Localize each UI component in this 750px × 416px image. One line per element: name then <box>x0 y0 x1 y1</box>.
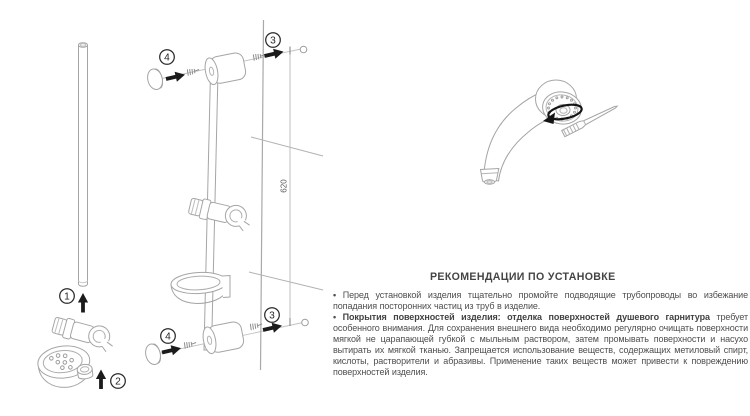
soap-dish-drain-holes <box>49 353 74 370</box>
step-3-label-top: 3 <box>270 36 276 47</box>
spray-pin-part <box>561 105 619 138</box>
right-arrow-icon-step4-top <box>164 69 187 84</box>
recommendation-item-2-bold-text: Покрытия поверхностей изделия: отделка п… <box>342 312 710 322</box>
wall-slant-line-lower <box>248 271 324 291</box>
bullet-marker: • <box>333 290 337 300</box>
rail-top-bracket <box>202 51 248 87</box>
recommendations-body: • Перед установкой изделия тщательно про… <box>333 290 748 378</box>
recommendation-item-2: • Покрытия поверхностей изделия: отделка… <box>333 312 748 378</box>
step-4-badge-top <box>159 49 175 65</box>
end-cap-top <box>145 66 166 92</box>
right-arrow-icon-step3-top <box>263 46 285 61</box>
dimension-line: 620 <box>280 46 291 326</box>
step-1-label: 1 <box>64 292 70 303</box>
recommendations-title: РЕКОМЕНДАЦИИ ПО УСТАНОВКЕ <box>430 271 616 283</box>
step-1-badge <box>59 288 75 304</box>
recommendation-item-1: • Перед установкой изделия тщательно про… <box>333 290 748 312</box>
step-4-label-bottom: 4 <box>165 332 171 343</box>
wall-anchor-bottom <box>301 318 309 327</box>
wall-reference-line <box>259 19 265 371</box>
shower-rail-assembly <box>170 51 256 356</box>
step-3-badge-top <box>265 32 281 48</box>
recommendation-item-1-text: Перед установкой изделия тщательно промо… <box>333 290 748 311</box>
end-cap-bottom <box>143 341 164 367</box>
rail-handset-holder <box>186 194 256 236</box>
step-3-label-bottom: 3 <box>269 311 275 322</box>
wall-slant-line-upper <box>250 136 324 157</box>
rail-soap-ring <box>170 271 231 305</box>
soap-dish-part <box>37 345 94 388</box>
step-4-badge-bottom <box>160 328 176 344</box>
up-arrow-icon-step1 <box>77 293 89 313</box>
shower-head-illustration <box>479 79 619 185</box>
step-2-badge <box>110 373 126 389</box>
bullet-marker: • <box>333 312 337 322</box>
slide-bar-part <box>78 42 88 287</box>
step-2-label: 2 <box>115 377 121 388</box>
recommendations-section: РЕКОМЕНДАЦИИ ПО УСТАНОВКЕ • Перед устано… <box>333 271 748 378</box>
rotate-arrow-icon <box>543 103 583 124</box>
right-arrow-icon-step4-bottom <box>160 343 183 358</box>
handset-inlet-nut <box>479 167 500 185</box>
wall-anchor-top <box>299 45 308 54</box>
recommendation-item-2-text: требует особенного внимания. Для сохране… <box>333 312 748 377</box>
step-3-badge-bottom <box>264 307 280 323</box>
dimension-label: 620 <box>280 179 289 193</box>
step-4-label-top: 4 <box>164 53 170 64</box>
up-arrow-icon-step2 <box>95 369 107 389</box>
screw-icon-top-wall <box>252 51 267 62</box>
